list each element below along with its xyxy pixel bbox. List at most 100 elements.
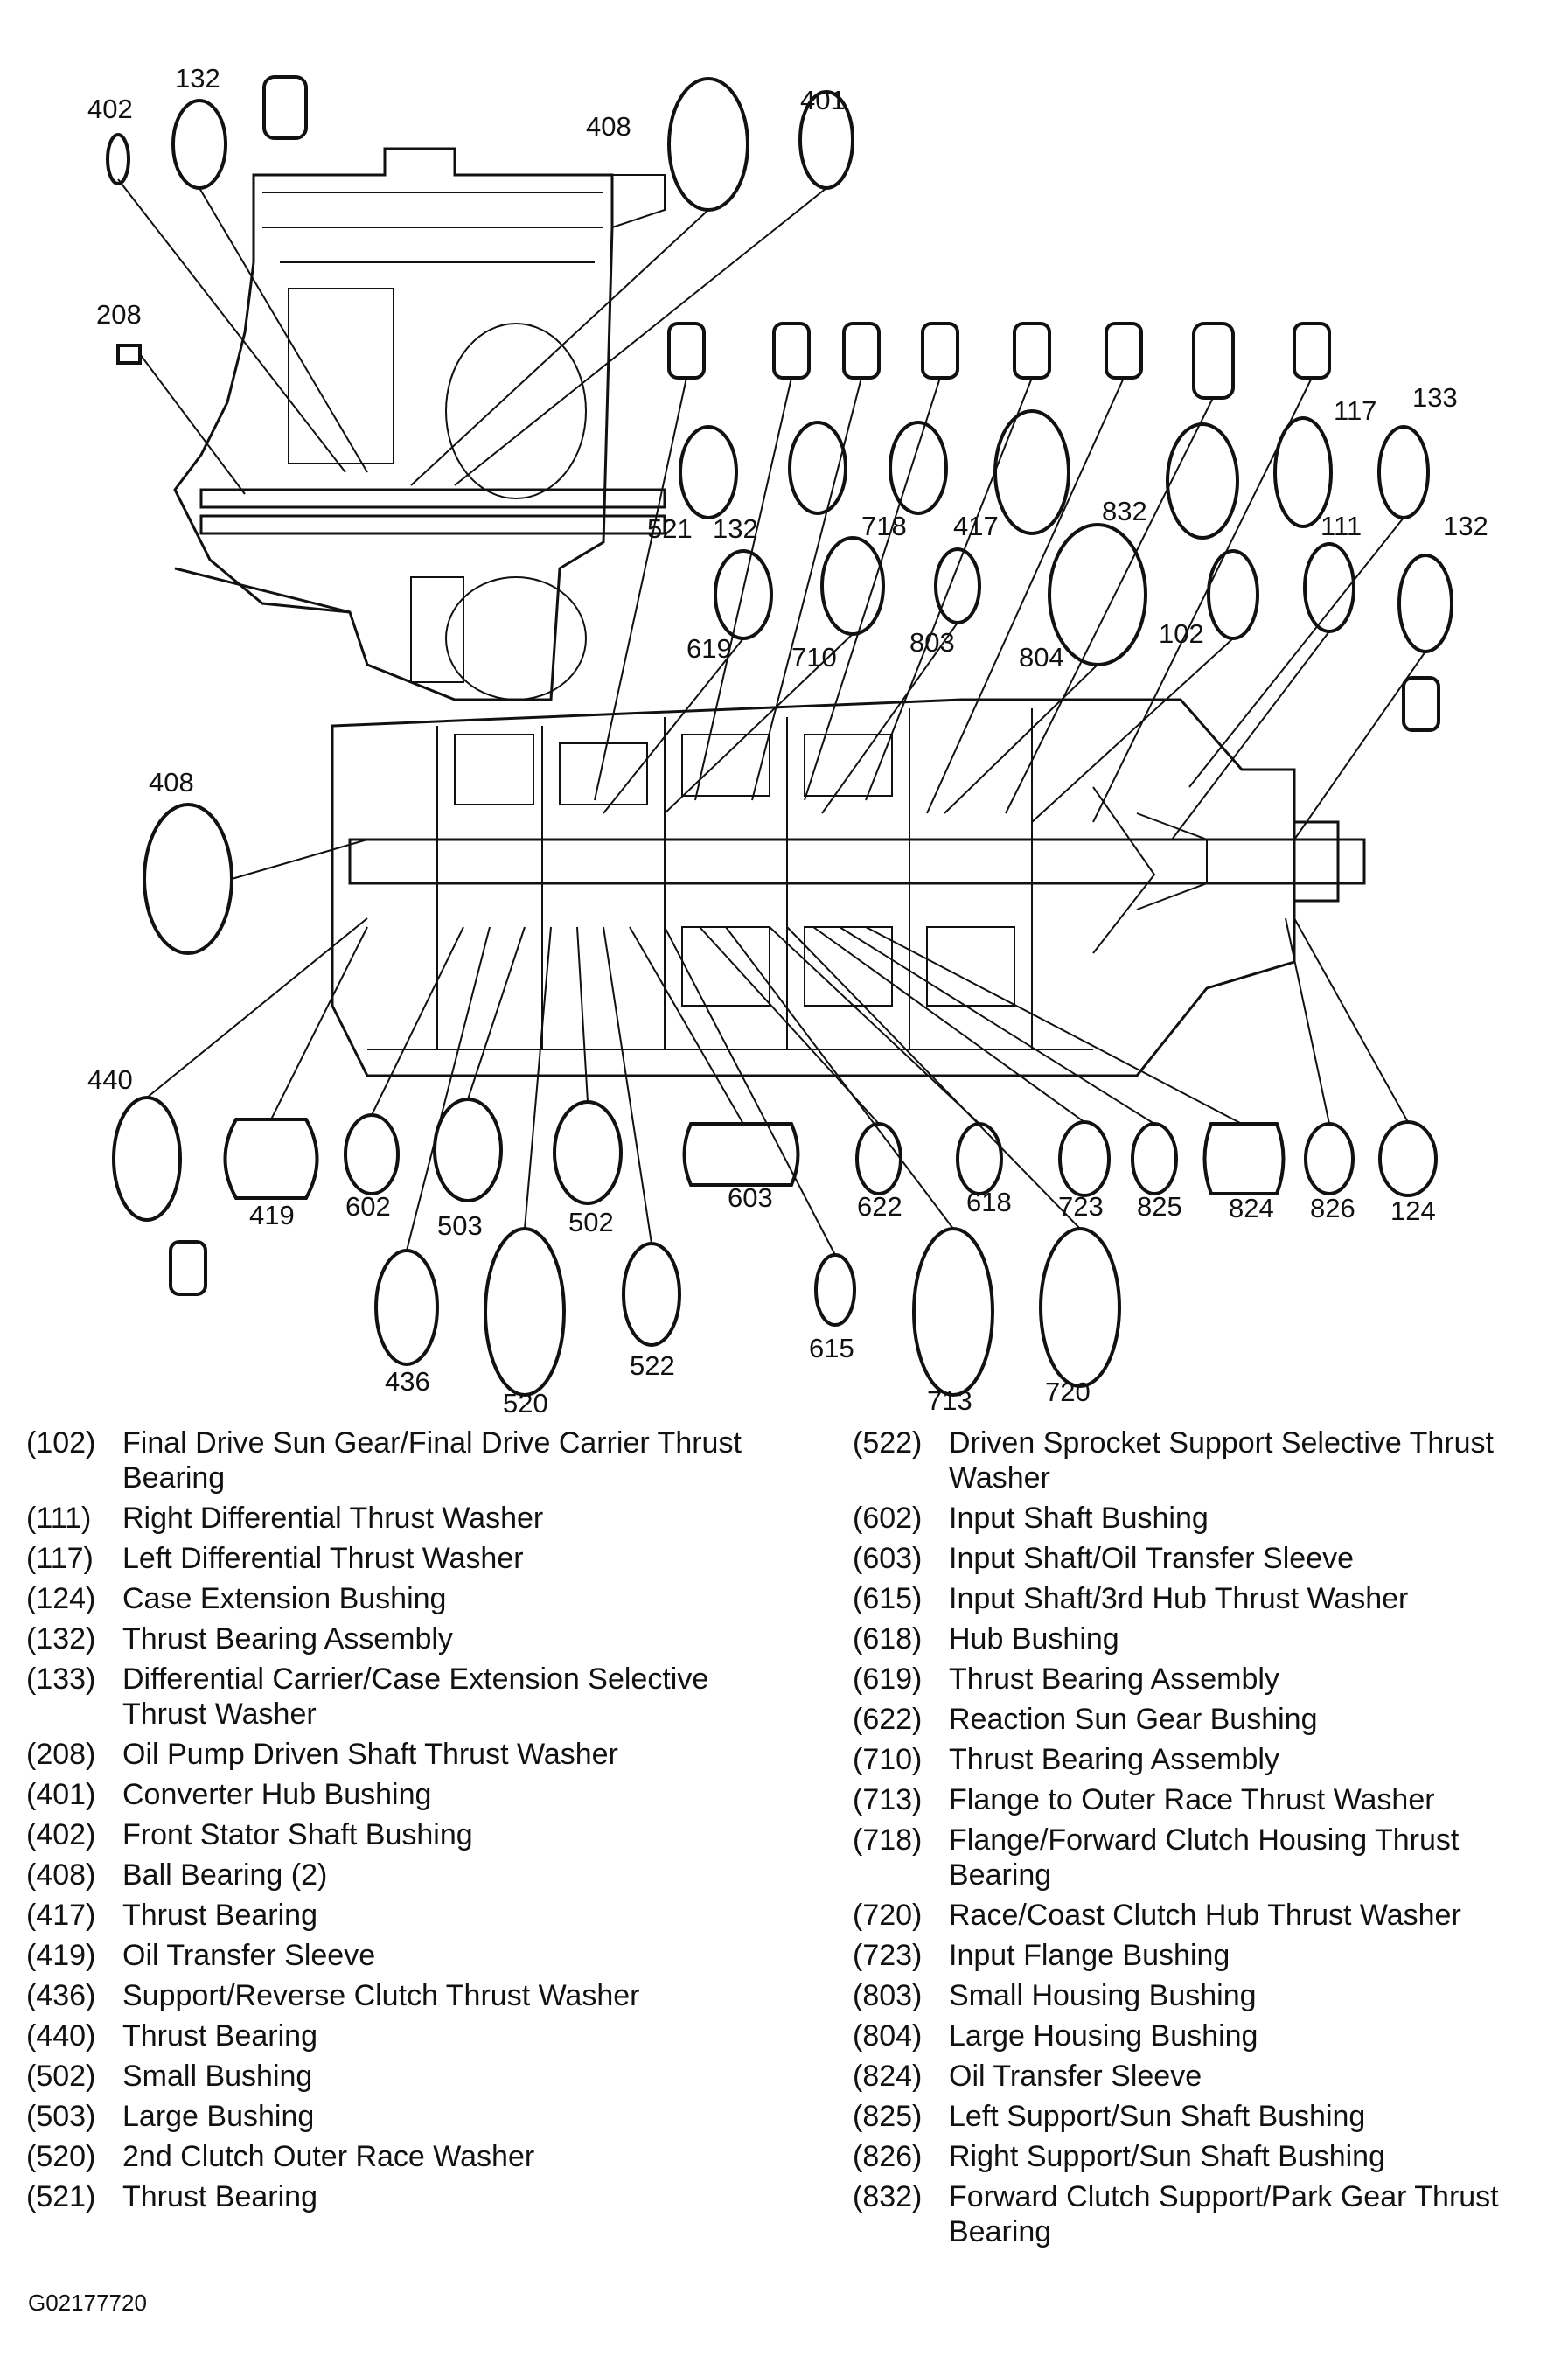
cage-icon-1 xyxy=(667,322,706,380)
callout-615: 615 xyxy=(809,1333,854,1363)
callout-419: 419 xyxy=(249,1200,295,1230)
legend-number: (713) xyxy=(853,1783,923,1816)
bearing-440 xyxy=(112,1096,182,1222)
figure-code: G02177720 xyxy=(28,2290,147,2316)
cage-icon-4 xyxy=(921,322,959,380)
washer-208 xyxy=(116,344,142,365)
legend-description: Input Shaft Bushing xyxy=(949,1502,1209,1535)
callout-804: 804 xyxy=(1019,642,1064,673)
callout-826: 826 xyxy=(1310,1193,1355,1223)
legend-description: Input Flange Bushing xyxy=(949,1939,1230,1972)
bushing-503 xyxy=(433,1098,503,1202)
legend-item: (401)Converter Hub Bushing xyxy=(26,1777,778,1812)
legend-number: (622) xyxy=(853,1703,923,1736)
legend-item: (419)Oil Transfer Sleeve xyxy=(26,1938,778,1973)
legend-description: Small Bushing xyxy=(122,2060,313,2093)
legend-number: (602) xyxy=(853,1502,923,1535)
bearing-718 xyxy=(889,421,948,515)
bushing-618 xyxy=(956,1122,1003,1195)
callout-622: 622 xyxy=(857,1191,902,1222)
callout-618: 618 xyxy=(966,1187,1012,1217)
legend-number: (710) xyxy=(853,1743,923,1776)
legend-item: (618)Hub Bushing xyxy=(853,1621,1552,1656)
bearing-417 xyxy=(993,409,1070,535)
legend-number: (502) xyxy=(26,2060,96,2093)
callout-803: 803 xyxy=(909,627,955,658)
legend-description: Thrust Bearing Assembly xyxy=(949,1662,1279,1696)
legend-item: (502) Small Bushing xyxy=(26,2059,778,2094)
sleeve-824 xyxy=(1202,1122,1286,1195)
legend-description: Left Support/Sun Shaft Bushing xyxy=(949,2100,1366,2133)
legend-description: Large Bushing xyxy=(122,2100,315,2133)
cage-icon-7 xyxy=(1192,322,1235,400)
legend-item: (520)2nd Clutch Outer Race Washer xyxy=(26,2139,778,2174)
legend-number: (718) xyxy=(853,1823,923,1857)
legend-item: (440)Thrust Bearing xyxy=(26,2018,778,2053)
legend-item: (804)Large Housing Bushing xyxy=(853,2018,1552,2053)
legend-item: (720)Race/Coast Clutch Hub Thrust Washer xyxy=(853,1898,1552,1933)
legend-description: Input Shaft/Oil Transfer Sleeve xyxy=(949,1542,1355,1575)
legend-number: (402) xyxy=(26,1818,96,1851)
legend-number: (503) xyxy=(26,2100,96,2133)
legend-description: Ball Bearing (2) xyxy=(122,1858,328,1892)
legend-description: Hub Bushing xyxy=(949,1622,1119,1655)
sleeve-603 xyxy=(682,1122,800,1187)
washer-436 xyxy=(374,1249,439,1366)
legend-description: Thrust Bearing xyxy=(122,2019,317,2053)
legend-item: (824)Oil Transfer Sleeve xyxy=(853,2059,1552,2094)
callout-408: 408 xyxy=(149,767,194,798)
legend-number: (111) xyxy=(26,1502,92,1535)
cage-icon-6 xyxy=(1105,322,1143,380)
callout-417: 417 xyxy=(953,511,999,541)
washer-117 xyxy=(1273,416,1333,528)
bearing-832-top xyxy=(1166,422,1239,540)
legend-item: (133) Differential Carrier/Case Extension… xyxy=(26,1662,778,1732)
legend-number: (417) xyxy=(26,1899,96,1932)
legend-item: (208)Oil Pump Driven Shaft Thrust Washer xyxy=(26,1737,778,1772)
legend-description: Flange/Forward Clutch Housing Thrust Bea… xyxy=(949,1823,1460,1892)
legend-description: Thrust Bearing xyxy=(122,2180,317,2213)
legend-item: (713)Flange to Outer Race Thrust Washer xyxy=(853,1782,1552,1817)
callout-111: 111 xyxy=(1321,511,1362,541)
bearing-521 xyxy=(679,425,738,519)
washer-111 xyxy=(1303,542,1355,633)
bushing-723 xyxy=(1058,1120,1111,1197)
washer-522 xyxy=(622,1242,681,1347)
callout-133: 133 xyxy=(1412,382,1458,413)
legend-item: (615)Input Shaft/3rd Hub Thrust Washer xyxy=(853,1581,1552,1616)
sleeve-419 xyxy=(223,1118,319,1200)
legend-number: (208) xyxy=(26,1738,96,1771)
legend-description: Thrust Bearing xyxy=(122,1899,317,1932)
legend-item: (521)Thrust Bearing xyxy=(26,2179,778,2214)
legend-item: (124)Case Extension Bushing xyxy=(26,1581,778,1616)
legend-number: (133) xyxy=(26,1662,96,1696)
cage-icon-right xyxy=(1402,676,1440,732)
callout-402: 402 xyxy=(87,94,133,124)
callout-825: 825 xyxy=(1137,1191,1182,1222)
legend-item: (832)Forward Clutch Support/Park Gear Th… xyxy=(853,2179,1552,2249)
legend-item: (132) Thrust Bearing Assembly xyxy=(26,1621,778,1656)
legend-number: (132) xyxy=(26,1622,96,1655)
callout-503: 503 xyxy=(437,1210,483,1241)
legend-number: (826) xyxy=(853,2140,923,2173)
loose-parts xyxy=(106,75,1453,1397)
bearing-619 xyxy=(714,549,773,640)
washer-615 xyxy=(814,1253,856,1327)
legend-description: Thrust Bearing Assembly xyxy=(122,1622,453,1655)
bushing-825 xyxy=(1131,1122,1178,1195)
callout-208: 208 xyxy=(96,299,142,330)
legend-description: Oil Transfer Sleeve xyxy=(122,1939,376,1972)
transmission-case xyxy=(173,147,666,701)
cage-icon-3 xyxy=(842,322,881,380)
callout-102: 102 xyxy=(1159,618,1204,649)
cage-icon-2 xyxy=(772,322,811,380)
legend-item: (417) Thrust Bearing xyxy=(26,1898,778,1933)
bushing-622 xyxy=(855,1122,902,1195)
callout-522: 522 xyxy=(630,1350,675,1381)
bushing-826 xyxy=(1304,1122,1355,1195)
legend-item: (619)Thrust Bearing Assembly xyxy=(853,1662,1552,1697)
legend-description: Large Housing Bushing xyxy=(949,2019,1258,2053)
bushing-602 xyxy=(344,1113,400,1195)
legend-item: (402)Front Stator Shaft Bushing xyxy=(26,1817,778,1852)
legend-description: Differential Carrier/Case Extension Sele… xyxy=(122,1662,709,1731)
